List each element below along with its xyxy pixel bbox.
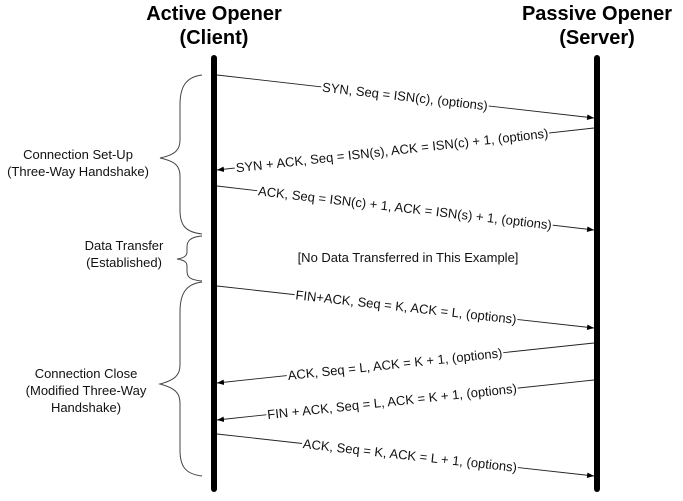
svg-text:Connection Set-Up: Connection Set-Up — [23, 147, 133, 162]
message-label-background — [301, 435, 519, 476]
message-label-group: ACK, Seq = L, ACK = K + 1, (options) — [285, 344, 505, 384]
brace-setup — [159, 74, 203, 235]
phase-transfer-label: Data Transfer (Established) — [85, 238, 164, 270]
message-label-group: SYN, Seq = ISN(c), (options) — [320, 78, 490, 114]
svg-text:Handshake): Handshake) — [51, 400, 121, 415]
no-data-note: [No Data Transferred in This Example] — [298, 250, 519, 265]
message-5: ACK, Seq = L, ACK = K + 1, (options) — [216, 342, 595, 386]
client-subtitle: (Client) — [180, 27, 249, 49]
svg-text:(Modified Three-Way: (Modified Three-Way — [26, 383, 147, 398]
message-label: SYN, Seq = ISN(c), (options) — [321, 80, 488, 114]
message-label-group: FIN+ACK, Seq = K, ACK = L, (options) — [293, 286, 519, 328]
phase-setup-label: Connection Set-Up (Three-Way Handshake) — [7, 147, 149, 179]
message-label-background — [265, 380, 519, 423]
server-subtitle: (Server) — [559, 27, 635, 49]
message-4: FIN+ACK, Seq = K, ACK = L, (options) — [216, 285, 595, 331]
message-label-background — [293, 286, 519, 328]
message-label-group: ACK, Seq = K, ACK = L + 1, (options) — [301, 435, 519, 476]
messages: SYN, Seq = ISN(c), (options) SYN + ACK, S… — [216, 74, 595, 479]
message-label: FIN + ACK, Seq = L, ACK = K + 1, (option… — [267, 381, 518, 422]
server-title: Passive Opener — [522, 3, 672, 25]
message-1: SYN, Seq = ISN(c), (options) — [216, 74, 595, 120]
message-label-background — [256, 182, 554, 234]
message-label: FIN+ACK, Seq = K, ACK = L, (options) — [295, 287, 517, 327]
phase-close-label: Connection Close (Modified Three-Way Han… — [26, 366, 147, 415]
message-6: FIN + ACK, Seq = L, ACK = K + 1, (option… — [216, 379, 595, 423]
message-label: ACK, Seq = ISN(c) + 1, ACK = ISN(s) + 1,… — [257, 183, 552, 232]
message-label: SYN + ACK, Seq = ISN(s), ACK = ISN(c) + … — [235, 126, 549, 176]
message-3: ACK, Seq = ISN(c) + 1, ACK = ISN(s) + 1,… — [216, 182, 595, 234]
message-label-background — [233, 125, 551, 176]
message-label-group: SYN + ACK, Seq = ISN(s), ACK = ISN(c) + … — [233, 125, 551, 176]
svg-text:Data Transfer: Data Transfer — [85, 238, 164, 253]
message-label-group: FIN + ACK, Seq = L, ACK = K + 1, (option… — [265, 380, 519, 423]
svg-text:(Established): (Established) — [86, 255, 162, 270]
svg-text:(Three-Way Handshake): (Three-Way Handshake) — [7, 164, 149, 179]
client-title: Active Opener — [146, 3, 282, 25]
message-label-background — [285, 344, 505, 384]
message-label-group: ACK, Seq = ISN(c) + 1, ACK = ISN(s) + 1,… — [256, 182, 554, 234]
brace-close — [158, 281, 203, 477]
message-label: ACK, Seq = K, ACK = L + 1, (options) — [302, 436, 518, 475]
svg-text:Connection Close: Connection Close — [35, 366, 138, 381]
message-2: SYN + ACK, Seq = ISN(s), ACK = ISN(c) + … — [216, 125, 595, 176]
brace-transfer — [176, 235, 203, 282]
message-label-background — [320, 78, 490, 114]
message-7: ACK, Seq = K, ACK = L + 1, (options) — [216, 433, 595, 479]
